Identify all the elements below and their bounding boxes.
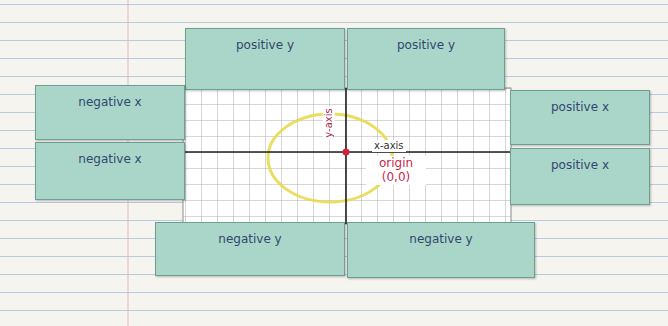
y-axis-line <box>345 88 347 224</box>
fold-flap: negative x <box>35 85 185 140</box>
fold-flap: positive x <box>510 90 650 145</box>
fold-flap: positive x <box>510 148 650 205</box>
flap-label: positive x <box>544 158 616 174</box>
graph-paper <box>183 88 511 224</box>
fold-flap: positive y <box>185 28 345 90</box>
axis-label: y-axis <box>323 106 335 139</box>
origin-label: origin (0,0) <box>366 156 426 185</box>
origin-dot <box>343 149 350 156</box>
flap-label: negative y <box>214 232 286 248</box>
flap-label: positive y <box>390 38 462 54</box>
fold-flap: negative y <box>347 222 535 278</box>
fold-flap: positive y <box>347 28 505 90</box>
flap-label: negative y <box>405 232 477 248</box>
fold-flap: negative y <box>155 222 345 276</box>
flap-label: negative x <box>74 95 146 111</box>
flap-label: negative x <box>74 152 146 168</box>
flap-label: positive y <box>229 38 301 54</box>
grid-lines <box>183 88 511 224</box>
fold-flap: negative x <box>35 142 185 200</box>
flap-label: positive x <box>544 100 616 116</box>
axis-label: x-axis <box>372 140 406 152</box>
